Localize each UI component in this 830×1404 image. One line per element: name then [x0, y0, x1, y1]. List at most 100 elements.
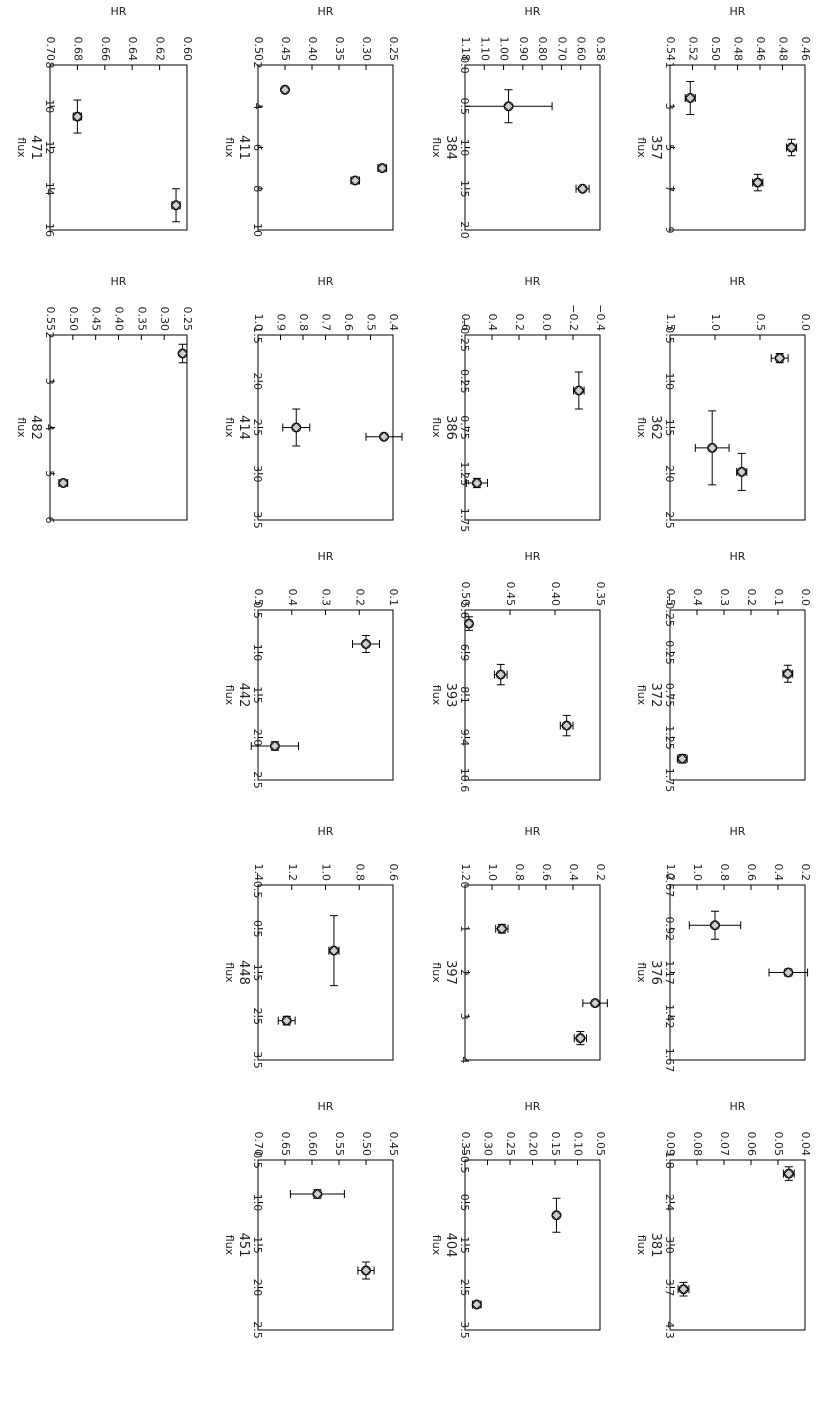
y-tick-label: 0.25: [504, 1132, 517, 1157]
x-tick-label: 1.25: [663, 725, 676, 750]
x-axis-label: flux: [223, 685, 236, 706]
y-tick-label: 0.0: [799, 589, 812, 607]
y-tick-label: 0.6: [745, 864, 758, 882]
data-point: [782, 1166, 795, 1181]
panel-title: 357: [648, 135, 663, 160]
y-axis-label: HR: [525, 275, 541, 288]
y-tick-label: 1.0: [486, 864, 499, 882]
data-point: [575, 183, 590, 194]
y-tick-label: 0.45: [387, 1132, 400, 1157]
panel-title: 397: [443, 960, 458, 985]
x-tick-label: 2.5: [251, 1321, 264, 1339]
y-tick-label: 0.2: [745, 589, 758, 607]
data-point: [573, 371, 585, 410]
panel-frame-448: [257, 884, 394, 1061]
data-point: [72, 99, 83, 134]
x-tick-label: 2.5: [251, 1008, 264, 1026]
x-tick-label: 0.25: [663, 640, 676, 665]
panel-title: 372: [648, 683, 663, 708]
x-tick-label: 1.5: [251, 1236, 264, 1254]
y-axis-label: HR: [730, 1100, 746, 1113]
x-tick-label: 1.17: [663, 960, 676, 985]
data-point: [768, 967, 809, 978]
y-tick-label: 1.00: [498, 37, 511, 62]
x-axis-label: flux: [635, 137, 648, 158]
y-tick-label: −0.2: [567, 304, 580, 331]
y-tick-label: 0.55: [44, 307, 57, 332]
panel-frame-372: [669, 609, 806, 781]
y-tick-label: 0.35: [135, 307, 148, 332]
y-tick-label: 0.45: [279, 37, 292, 62]
panel-frame-442: [257, 609, 394, 781]
panel-title: 411: [236, 135, 251, 160]
y-tick-label: 0.30: [360, 37, 373, 62]
y-tick-label: 0.10: [572, 1132, 585, 1157]
x-tick-label: 0.75: [458, 415, 471, 440]
y-tick-label: 0.60: [306, 1132, 319, 1157]
y-tick-label: 0.4: [387, 314, 400, 332]
x-tick-label: 10: [43, 99, 56, 113]
y-axis-label: HR: [318, 825, 334, 838]
x-tick-label: 3: [458, 1013, 471, 1020]
x-tick-label: 1.0: [251, 1194, 264, 1212]
x-axis-label: flux: [15, 137, 28, 158]
y-axis-label: HR: [525, 1100, 541, 1113]
y-tick-label: 0.55: [333, 1132, 346, 1157]
y-tick-label: 0.90: [517, 37, 530, 62]
x-tick-label: 4: [43, 424, 56, 431]
data-point: [559, 714, 574, 737]
y-axis-label: HR: [111, 5, 127, 18]
x-tick-label: 2.0: [251, 1279, 264, 1297]
x-axis-label: flux: [430, 1235, 443, 1256]
x-tick-label: 2.5: [251, 771, 264, 789]
y-tick-label: 0.25: [387, 37, 400, 62]
x-tick-label: 1.42: [663, 1004, 676, 1029]
data-point: [277, 1015, 296, 1026]
y-tick-label: 1.0: [320, 864, 333, 882]
panel-title: 384: [443, 135, 458, 160]
data-point: [289, 1188, 345, 1200]
panel-title: 386: [443, 415, 458, 440]
y-tick-label: 0.30: [482, 1132, 495, 1157]
y-axis-label: HR: [318, 275, 334, 288]
y-tick-label: 0.08: [691, 1132, 704, 1157]
y-tick-label: 0.64: [126, 37, 139, 62]
x-axis-label: flux: [430, 685, 443, 706]
x-tick-label: 1.25: [458, 462, 471, 487]
y-tick-label: 0.48: [777, 37, 790, 62]
y-tick-label: 0.50: [709, 37, 722, 62]
y-tick-label: 0.04: [799, 1132, 812, 1157]
data-point: [493, 663, 508, 686]
y-tick-label: 0.0: [799, 314, 812, 332]
x-tick-label: 3.7: [663, 1279, 676, 1297]
y-tick-label: 0.2: [513, 314, 526, 332]
data-point: [684, 81, 696, 115]
y-tick-label: 0.2: [799, 864, 812, 882]
y-tick-label: 0.1: [387, 589, 400, 607]
x-axis-label: flux: [223, 962, 236, 983]
panel-title: 393: [443, 683, 458, 708]
x-tick-label: 3.0: [251, 465, 264, 483]
x-tick-label: 2.5: [663, 511, 676, 529]
y-tick-label: 1.2: [286, 864, 299, 882]
y-tick-label: 0.60: [575, 37, 588, 62]
data-point: [465, 477, 488, 489]
y-tick-label: 1.10: [478, 37, 491, 62]
x-tick-label: 0.92: [663, 917, 676, 942]
y-tick-label: 0.62: [154, 37, 167, 62]
panel-frame-411: [257, 64, 394, 231]
y-tick-label: 0.7: [320, 314, 333, 332]
y-tick-label: −0.4: [594, 304, 607, 331]
data-point: [677, 1281, 690, 1297]
x-tick-label: 10.6: [458, 768, 471, 793]
x-tick-label: 1.67: [663, 1048, 676, 1073]
data-point: [688, 910, 742, 940]
x-axis-label: flux: [635, 685, 648, 706]
data-point: [377, 163, 388, 174]
x-tick-label: 1.0: [251, 644, 264, 662]
y-axis-label: HR: [730, 275, 746, 288]
x-tick-label: 0.75: [663, 683, 676, 708]
y-tick-label: 0.4: [567, 864, 580, 882]
x-tick-label: 1.0: [458, 139, 471, 157]
